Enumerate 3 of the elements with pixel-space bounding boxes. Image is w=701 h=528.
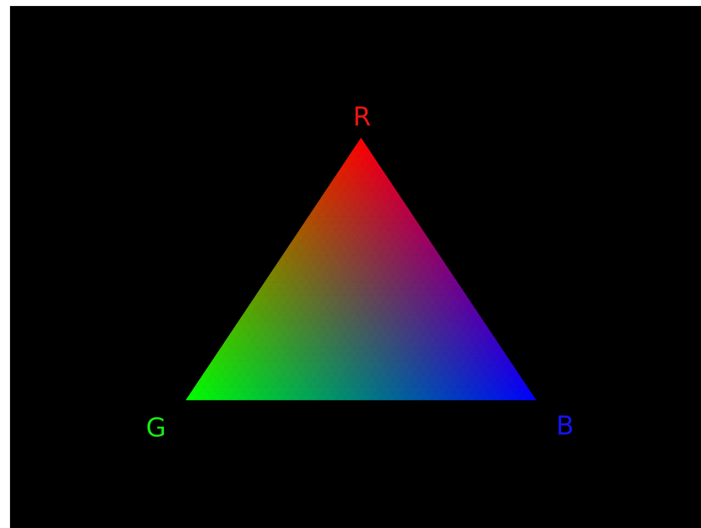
- vertex-label: G: [147, 417, 164, 437]
- vertex-label: R: [356, 106, 370, 126]
- vertex-label: B: [558, 416, 572, 434]
